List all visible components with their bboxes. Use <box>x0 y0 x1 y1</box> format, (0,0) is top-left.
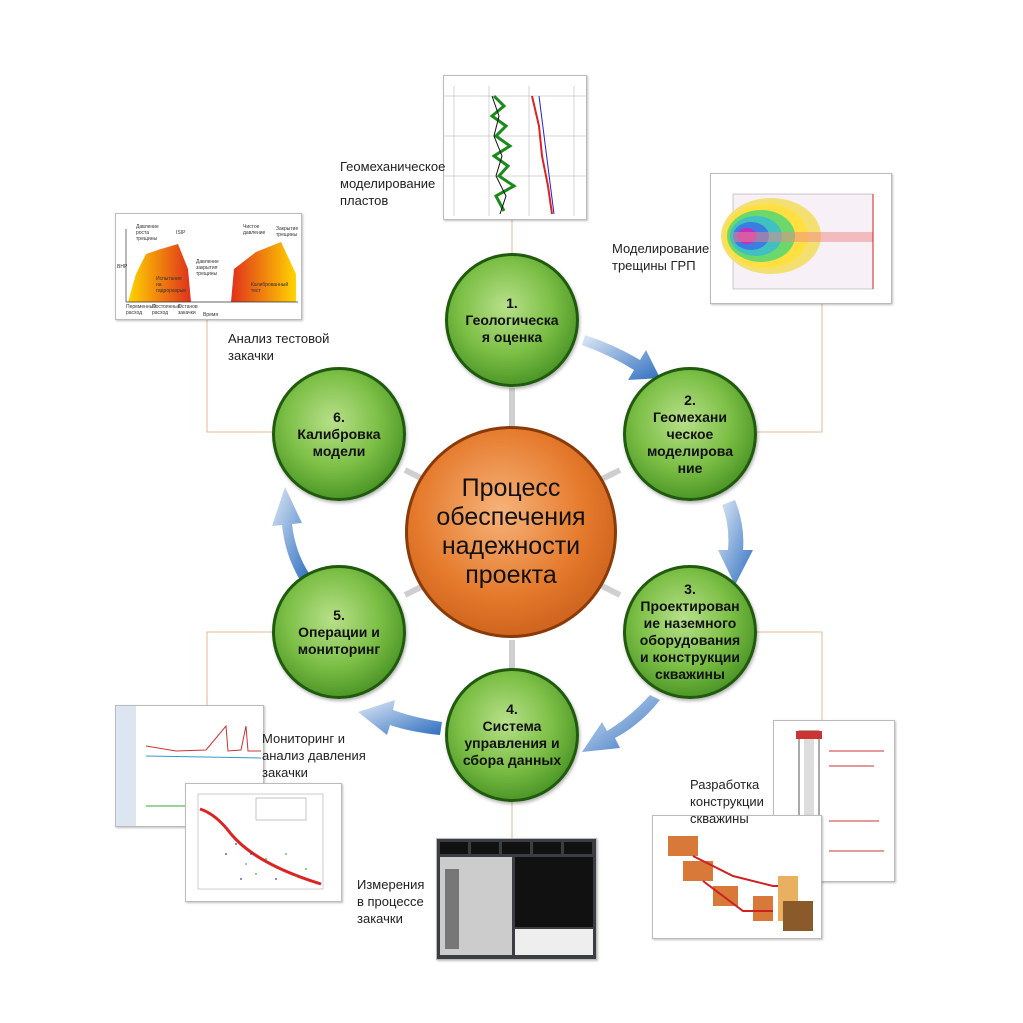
caption-monitoring: Мониторинг и анализ давления закачки <box>262 731 366 780</box>
test-note: Останов закачки <box>178 304 198 316</box>
arrow-4-to-5 <box>358 700 442 735</box>
caption-geomechanics: Геомеханическое моделирование пластов <box>340 159 446 208</box>
pressure-decline-chart <box>197 793 324 890</box>
cycle-arrows <box>272 335 753 752</box>
step-label: 6. Калибровка модели <box>297 408 381 459</box>
step-label: 3. Проектирован ие наземного оборудовани… <box>639 581 741 682</box>
test-note: Постоянный расход <box>152 304 181 316</box>
arrow-1-to-2 <box>582 335 660 380</box>
test-note: Чистое давление <box>243 224 266 236</box>
step-label: 4. Система управления и сбора данных <box>462 701 562 768</box>
injection-test-chart <box>125 229 298 303</box>
step-label: 1. Геологическа я оценка <box>465 294 559 345</box>
step-label: 2. Геомехани ческое моделирова ние <box>646 391 734 476</box>
surface-equipment-drawing <box>668 836 813 931</box>
data-acquisition-thumbnail <box>436 838 597 960</box>
center-title: Процесс обеспечения надежности проекта <box>436 474 586 589</box>
arrow-5-to-6 <box>272 487 310 580</box>
caption-well-design: Разработка конструкции скважины <box>690 777 764 826</box>
step-1-geological-assessment: 1. Геологическа я оценка <box>445 253 579 387</box>
arrow-3-to-4 <box>582 695 660 752</box>
step-label: 5. Операции и мониторинг <box>297 606 381 657</box>
step-2-geomechanical-modeling: 2. Геомехани ческое моделирова ние <box>623 367 757 501</box>
step-6-model-calibration: 6. Калибровка модели <box>272 367 406 501</box>
step-3-surface-equipment-design: 3. Проектирован ие наземного оборудовани… <box>623 565 757 699</box>
geomechanics-log-thumbnail <box>443 75 587 220</box>
well-log-chart <box>444 86 586 216</box>
test-ylabel: BHP <box>117 264 128 270</box>
test-injection-thumbnail: BHP Время Давление роста трещины ISIP Да… <box>115 213 302 320</box>
frac-model-thumbnail <box>710 173 892 304</box>
test-note: ISIP <box>176 230 186 236</box>
step-5-operations-monitoring: 5. Операции и мониторинг <box>272 565 406 699</box>
test-xlabel: Время <box>203 312 219 318</box>
test-note: Переменный расход <box>126 304 157 316</box>
caption-connectors <box>206 218 823 838</box>
test-note: Испытание на гидроразрыв <box>156 276 186 294</box>
surface-equipment-thumbnail <box>652 815 822 939</box>
step-4-control-data-system: 4. Система управления и сбора данных <box>445 668 579 802</box>
caption-test-injection: Анализ тестовой закачки <box>228 331 330 363</box>
control-panel-screen <box>440 842 593 955</box>
test-note: Калиброванный тест <box>251 282 289 294</box>
spokes <box>403 388 622 668</box>
caption-measurements: Измерения в процессе закачки <box>357 877 425 926</box>
test-note: Давление роста трещины <box>136 224 159 242</box>
test-note: Закрытие трещины <box>276 226 299 238</box>
test-note: Давление закрытия трещины <box>196 259 219 277</box>
fracture-contour-chart <box>721 193 874 290</box>
center-process-node: Процесс обеспечения надежности проекта <box>405 426 617 638</box>
arrow-2-to-3 <box>718 500 753 585</box>
pressure-decline-thumbnail <box>185 783 342 902</box>
wellbore-diagram <box>796 730 884 872</box>
caption-frac-modeling: Моделирование трещины ГРП <box>612 241 710 273</box>
